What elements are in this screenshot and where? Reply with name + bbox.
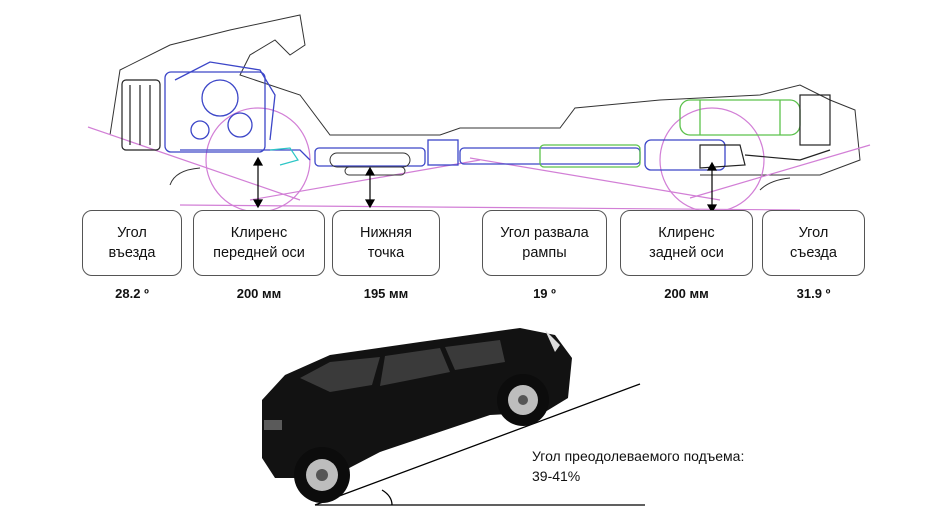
- spec-box-approach-angle: Угол въезда: [82, 210, 182, 276]
- spec-label-front-clearance: Клиренс передней оси: [213, 225, 305, 261]
- rear-axle: [699, 94, 831, 169]
- slope-caption: Угол преодолеваемого подъема: 39-41%: [532, 446, 744, 486]
- slope-label: Угол преодолеваемого подъема:: [532, 448, 745, 464]
- spec-label-rear-clearance: Клиренс задней оси: [649, 225, 724, 261]
- engine: [164, 61, 726, 171]
- clearance-arrows: [252, 156, 718, 214]
- spec-box-front-clearance: Клиренс передней оси: [193, 210, 325, 276]
- spec-box-lowest-point: Нижняя точка: [332, 210, 440, 276]
- spec-label-departure-angle: Угол съезда: [790, 225, 837, 261]
- spec-value-approach-angle: 28.2 º: [115, 286, 149, 301]
- slope-value: 39-41%: [532, 468, 581, 484]
- body-outline: [109, 14, 861, 176]
- spec-value-rear-clearance: 200 мм: [664, 286, 709, 301]
- spec-value-lowest-point: 195 мм: [363, 286, 409, 301]
- steering-link: [269, 147, 299, 166]
- spec-box-breakover-angle: Угол развала рампы: [482, 210, 607, 276]
- spec-label-approach-angle: Угол въезда: [108, 225, 156, 261]
- spec-value-breakover-angle: 19 º: [533, 286, 556, 301]
- spec-value-front-clearance: 200 мм: [236, 286, 282, 301]
- spec-box-departure-angle: Угол съезда: [762, 210, 865, 276]
- spec-box-rear-clearance: Клиренс задней оси: [620, 210, 753, 276]
- spec-label-lowest-point: Нижняя точка: [360, 225, 412, 261]
- suv-vehicle: [262, 328, 572, 503]
- spec-value-departure-angle: 31.9 º: [796, 286, 831, 301]
- slope-lines: [314, 383, 645, 506]
- radiator: [121, 79, 161, 151]
- angle-lines: [87, 107, 871, 213]
- spec-label-breakover-angle: Угол развала рампы: [500, 225, 589, 261]
